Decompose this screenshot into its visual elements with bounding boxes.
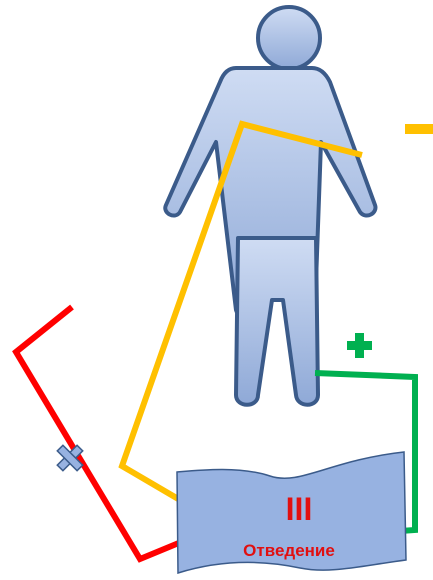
person-legs bbox=[236, 238, 318, 405]
lead-number: III bbox=[286, 491, 313, 527]
red-wire bbox=[16, 307, 186, 559]
lead-label: Отведение bbox=[243, 541, 335, 560]
plus-sign bbox=[347, 333, 372, 358]
minus-sign bbox=[405, 124, 433, 134]
person-figure bbox=[165, 7, 375, 405]
person-head bbox=[258, 7, 320, 69]
